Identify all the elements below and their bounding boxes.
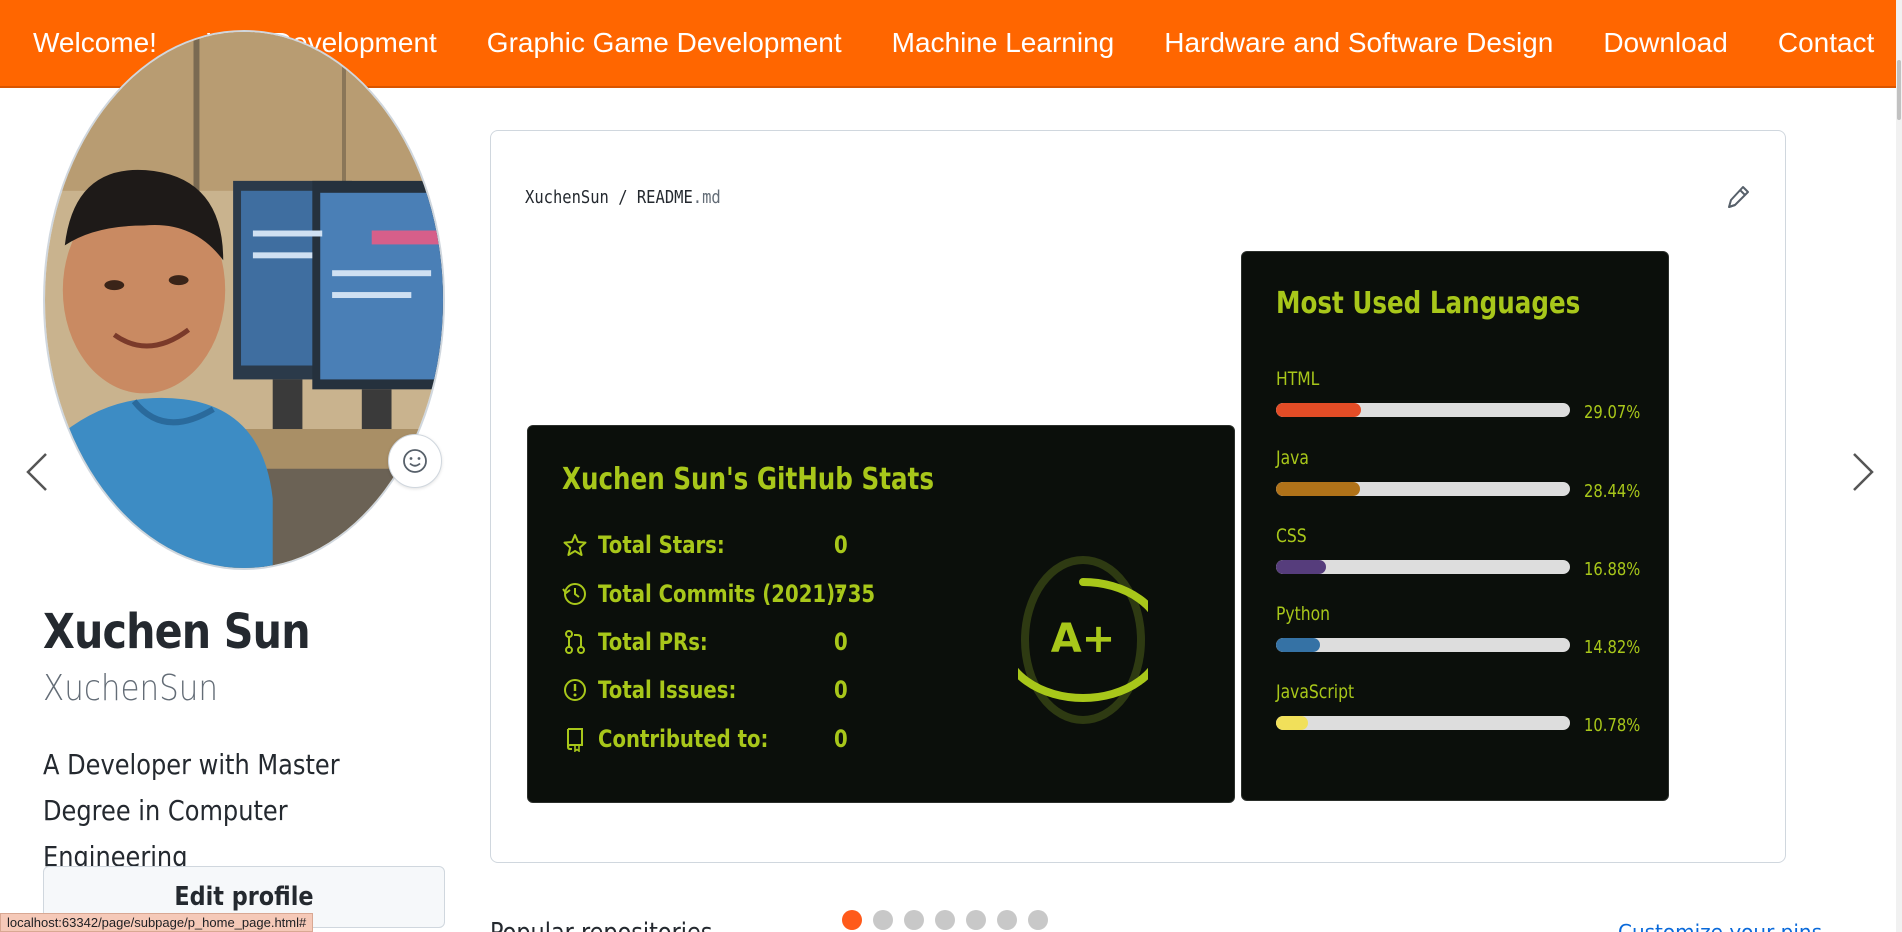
issue-icon bbox=[564, 679, 586, 701]
grade-ring: A+ bbox=[999, 552, 1167, 728]
language-progress-track bbox=[1276, 560, 1570, 574]
stat-label: Total PRs: bbox=[598, 628, 708, 656]
stat-label: Total Issues: bbox=[598, 676, 737, 704]
pencil-icon bbox=[1728, 186, 1749, 208]
language-percent: 28.44% bbox=[1584, 481, 1641, 502]
stat-label: Total Stars: bbox=[598, 531, 725, 559]
customize-pins-link[interactable]: Customize your pins bbox=[1618, 920, 1823, 932]
smiley-icon bbox=[403, 449, 427, 473]
language-progress-fill bbox=[1276, 638, 1320, 652]
language-progress-track bbox=[1276, 716, 1570, 730]
stat-row-stars: Total Stars: 0 bbox=[562, 528, 848, 562]
stats-card-title: Xuchen Sun's GitHub Stats bbox=[562, 462, 934, 497]
language-item-html: HTML 29.07% bbox=[1276, 368, 1656, 428]
language-progress-fill bbox=[1276, 403, 1362, 417]
language-item-python: Python 14.82% bbox=[1276, 603, 1656, 663]
nav-item-graphic-game-development[interactable]: Graphic Game Development bbox=[486, 27, 842, 58]
language-name: HTML bbox=[1276, 368, 1320, 390]
languages-card-title: Most Used Languages bbox=[1276, 286, 1581, 321]
profile-login: XuchenSun bbox=[43, 668, 219, 709]
history-icon bbox=[562, 583, 586, 605]
set-status-button[interactable] bbox=[388, 434, 442, 488]
nav-item-hardware-software-design[interactable]: Hardware and Software Design bbox=[1164, 27, 1554, 58]
nav-item-contact[interactable]: Contact bbox=[1777, 27, 1875, 58]
scrollbar-thumb[interactable] bbox=[1897, 60, 1901, 120]
language-progress-track bbox=[1276, 638, 1570, 652]
readme-owner[interactable]: XuchenSun bbox=[525, 187, 609, 208]
stat-label: Contributed to: bbox=[598, 725, 769, 753]
carousel-dot[interactable] bbox=[842, 910, 862, 930]
profile-name: Xuchen Sun bbox=[43, 604, 311, 660]
language-percent: 29.07% bbox=[1584, 402, 1641, 423]
stat-row-issues: Total Issues: 0 bbox=[562, 673, 848, 707]
language-name: Java bbox=[1276, 447, 1309, 469]
avatar-illustration bbox=[45, 32, 443, 568]
language-progress-track bbox=[1276, 403, 1570, 417]
carousel-dot[interactable] bbox=[997, 910, 1017, 930]
language-name: CSS bbox=[1276, 525, 1307, 547]
github-stats-card: Xuchen Sun's GitHub Stats Total Stars: 0… bbox=[527, 425, 1235, 803]
chevron-left-icon bbox=[26, 453, 47, 491]
carousel-dot[interactable] bbox=[904, 910, 924, 930]
language-item-java: Java 28.44% bbox=[1276, 447, 1656, 507]
profile-bio: A Developer with Master Degree in Comput… bbox=[43, 748, 340, 873]
readme-file-ext: .md bbox=[692, 187, 721, 208]
carousel-dot[interactable] bbox=[935, 910, 955, 930]
grade-ring-svg: A+ bbox=[999, 556, 1167, 724]
stat-row-commits: Total Commits (2021): 735 bbox=[562, 577, 875, 611]
nav-item-welcome[interactable]: Welcome! bbox=[33, 27, 157, 58]
language-percent: 14.82% bbox=[1584, 637, 1641, 658]
readme-separator: / bbox=[608, 187, 637, 208]
grade-text: A+ bbox=[1051, 616, 1115, 662]
language-item-css: CSS 16.88% bbox=[1276, 525, 1656, 585]
star-icon bbox=[563, 534, 587, 556]
page-scrollbar[interactable] bbox=[1896, 0, 1902, 932]
status-bar-url: localhost:63342/page/subpage/p_home_page… bbox=[0, 913, 314, 932]
nav-item-machine-learning[interactable]: Machine Learning bbox=[891, 27, 1115, 58]
language-percent: 16.88% bbox=[1584, 559, 1641, 580]
stat-value: 735 bbox=[834, 580, 876, 608]
stat-label: Total Commits (2021): bbox=[598, 580, 843, 608]
language-progress-fill bbox=[1276, 560, 1326, 574]
stat-value: 0 bbox=[834, 725, 848, 753]
carousel-next-button[interactable] bbox=[1842, 448, 1882, 496]
chevron-right-icon bbox=[1853, 453, 1874, 491]
avatar[interactable] bbox=[43, 30, 445, 570]
carousel-dots bbox=[842, 910, 1059, 930]
stat-row-contributed: Contributed to: 0 bbox=[562, 722, 848, 756]
repo-icon bbox=[566, 728, 583, 752]
carousel-dot[interactable] bbox=[1028, 910, 1048, 930]
language-progress-fill bbox=[1276, 716, 1308, 730]
language-progress-fill bbox=[1276, 482, 1360, 496]
edit-readme-button[interactable] bbox=[1723, 183, 1751, 213]
language-name: JavaScript bbox=[1276, 681, 1355, 703]
readme-box: XuchenSun / README.md Xuchen Sun's GitHu… bbox=[490, 130, 1786, 863]
stat-row-prs: Total PRs: 0 bbox=[562, 625, 848, 659]
stat-value: 0 bbox=[834, 531, 848, 559]
stat-value: 0 bbox=[834, 628, 848, 656]
pull-request-icon bbox=[565, 630, 585, 654]
carousel-prev-button[interactable] bbox=[18, 448, 58, 496]
readme-path: XuchenSun / README.md bbox=[525, 187, 721, 208]
edit-profile-label: Edit profile bbox=[174, 882, 314, 912]
language-progress-track bbox=[1276, 482, 1570, 496]
language-percent: 10.78% bbox=[1584, 715, 1641, 736]
readme-file: README bbox=[636, 187, 693, 208]
stat-value: 0 bbox=[834, 676, 848, 704]
language-name: Python bbox=[1276, 603, 1331, 625]
most-used-languages-card: Most Used Languages HTML 29.07% Java 28.… bbox=[1241, 251, 1669, 801]
language-item-javascript: JavaScript 10.78% bbox=[1276, 681, 1656, 741]
nav-item-download[interactable]: Download bbox=[1603, 27, 1728, 58]
carousel-dot[interactable] bbox=[966, 910, 986, 930]
popular-repositories-heading: Popular repositories bbox=[490, 918, 712, 932]
carousel-dot[interactable] bbox=[873, 910, 893, 930]
